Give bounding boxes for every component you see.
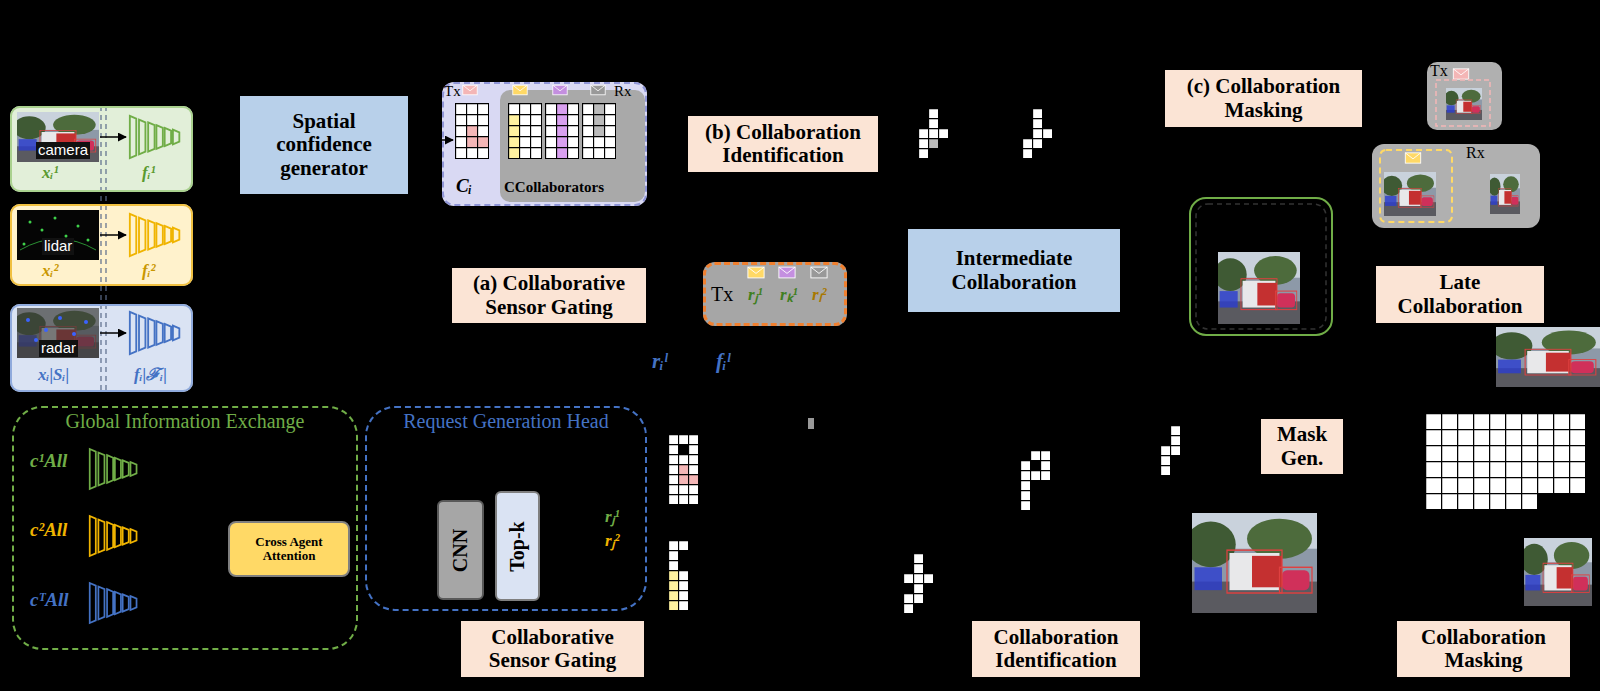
dashed-divider <box>101 106 106 392</box>
rx-label: Rx <box>1466 144 1485 162</box>
message-panel: Tx rⱼ¹ rₖ¹ rₗ² <box>703 262 847 326</box>
node-text: CNN <box>449 528 472 571</box>
request-symbol: rⱼ¹ <box>748 286 763 305</box>
sensor-name: lidar <box>42 238 74 255</box>
rx-label: Rx <box>614 83 632 100</box>
node-text: Spatial confidence generator <box>246 110 402 179</box>
symbol-label: fᵢˡ <box>716 350 730 373</box>
stage-box: Collaboration Identification <box>972 621 1140 677</box>
stage-box: Collaboration Masking <box>1397 621 1570 677</box>
context-symbol: c²All <box>30 520 67 541</box>
tx-label: Tx <box>444 83 461 100</box>
stage-box: Mask Gen. <box>1261 419 1343 474</box>
sensor-name: radar <box>39 340 78 357</box>
node-text: Mask Gen. <box>1267 423 1337 469</box>
request-symbol: rₗ² <box>812 286 827 305</box>
group-region: Global Information Exchange c¹All c²All cᵀA… <box>12 406 358 650</box>
stage-box: (b) Collaboration Identification <box>688 116 878 172</box>
context-symbol: c¹All <box>30 451 67 472</box>
message-panel: Tx <box>1427 62 1502 130</box>
stage-box: (a) Collaborative Sensor Gating <box>452 268 646 323</box>
matrix-symbol: Cᵢ <box>456 176 472 197</box>
mask-grid <box>668 108 1586 614</box>
node-text: (a) Collaborative Sensor Gating <box>458 272 640 318</box>
stage-box: Collaborative Sensor Gating <box>461 621 644 677</box>
sensor-box: radar xᵢ|Sᵢ| fᵢ|ℱᵢ| <box>10 304 193 392</box>
feature-symbol: fᵢ² <box>142 262 156 281</box>
node-text: Top-k <box>506 521 529 571</box>
stage-box: (c) Collaboration Masking <box>1165 70 1362 127</box>
stage-box: Late Collaboration <box>1376 266 1544 323</box>
node-text: Collaboration Masking <box>1403 626 1564 672</box>
symbol-label: rᵢˡ <box>652 350 667 373</box>
tx-label: Tx <box>1430 62 1448 80</box>
request-symbol: rⱼ² <box>605 532 620 551</box>
confidence-grid <box>455 103 616 159</box>
node-text: Collaboration Identification <box>978 626 1134 672</box>
feature-symbol: fᵢ|ℱᵢ| <box>134 366 167 385</box>
process-box: Spatial confidence generator <box>240 96 408 194</box>
message-panel: Rx <box>1372 144 1540 228</box>
node-text: Collaborative Sensor Gating <box>467 626 638 672</box>
node-text: Intermediate Collaboration <box>914 247 1114 293</box>
request-symbol: rⱼ¹ <box>605 508 620 527</box>
sensor-box: camera xᵢ¹ fᵢ¹ <box>10 106 193 192</box>
panel-fill <box>10 62 1540 392</box>
process-box: Intermediate Collaboration <box>908 229 1120 312</box>
matrix-symbol: CCollaborators <box>504 179 604 196</box>
group-region: Request Generation Head rⱼ¹ rⱼ² CNN Top-k <box>365 406 647 611</box>
sensor-box: lidar xᵢ² fᵢ² <box>10 204 193 286</box>
node-text: Late Collaboration <box>1382 271 1538 317</box>
node-text: (b) Collaboration Identification <box>694 121 872 167</box>
input-symbol: xᵢ² <box>42 262 58 281</box>
process-box: Cross Agent Attention <box>228 521 350 577</box>
tx-label: Tx <box>711 283 733 305</box>
scene-image <box>1186 80 1600 613</box>
group-title: Global Information Exchange <box>66 410 305 432</box>
group-title: Request Generation Head <box>403 410 608 432</box>
layer-block: Top-k <box>495 491 540 601</box>
input-symbol: xᵢ|Sᵢ| <box>38 366 69 385</box>
feature-symbol: fᵢ¹ <box>142 164 156 183</box>
layer-block: CNN <box>437 500 484 600</box>
context-symbol: cᵀAll <box>30 590 69 611</box>
node-text: Cross Agent Attention <box>236 535 342 564</box>
input-symbol: xᵢ¹ <box>42 164 58 183</box>
node-text: (c) Collaboration Masking <box>1171 75 1356 121</box>
message-panel: Tx RxCᵢ CCollaborators <box>442 82 647 206</box>
sensor-image <box>13 112 99 358</box>
request-symbol: rₖ¹ <box>780 286 798 305</box>
sensor-name: camera <box>36 142 90 159</box>
